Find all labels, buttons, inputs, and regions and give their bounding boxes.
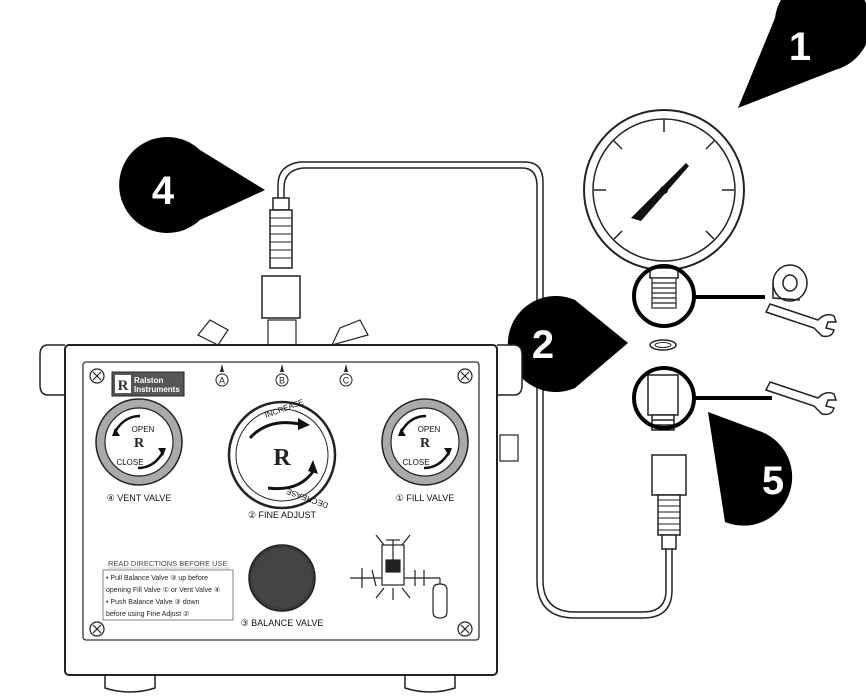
svg-text:READ DIRECTIONS BEFORE USE: READ DIRECTIONS BEFORE USE: [108, 559, 228, 568]
callout-1: 1: [738, 0, 866, 108]
svg-text:Ralston: Ralston: [134, 376, 163, 385]
gauge-icon: [583, 109, 745, 309]
svg-text:opening Fill Valve ① or Vent V: opening Fill Valve ① or Vent Valve ④: [106, 586, 220, 594]
o-ring-icon: [649, 339, 677, 351]
balance-valve-label: ③ BALANCE VALVE: [241, 618, 324, 628]
svg-text:• Pull Balance Valve ③ up befo: • Pull Balance Valve ③ up before: [106, 574, 208, 582]
svg-text:R: R: [118, 378, 129, 394]
svg-text:C: C: [343, 376, 350, 386]
fill-valve-label: ① FILL VALVE: [396, 493, 454, 503]
callout-4: 4: [119, 137, 265, 234]
port-label-c: C: [339, 364, 353, 387]
port-label-b: B: [275, 364, 289, 387]
fine-adjust-label: ② FINE ADJUST: [248, 510, 317, 520]
svg-text:CLOSE: CLOSE: [402, 458, 429, 467]
fine-adjust-knob[interactable]: INCREASE DECREASE R: [227, 397, 337, 510]
wrench-icon: [764, 303, 838, 338]
svg-text:A: A: [219, 376, 225, 386]
svg-text:B: B: [279, 376, 285, 386]
port-label-a: A: [215, 364, 229, 387]
adapter-highlight: [632, 366, 772, 430]
adapter-fitting: [647, 374, 679, 431]
svg-text:Instruments: Instruments: [134, 385, 180, 394]
svg-text:4: 4: [152, 169, 175, 213]
svg-text:2: 2: [532, 323, 554, 367]
hose-end-fitting: [651, 454, 687, 550]
vent-valve-knob[interactable]: OPEN R CLOSE: [95, 398, 183, 486]
svg-text:• Push Balance Valve ③ down: • Push Balance Valve ③ down: [106, 598, 200, 606]
directions-panel: READ DIRECTIONS BEFORE USE • Pull Balanc…: [102, 559, 234, 621]
svg-text:CLOSE: CLOSE: [116, 458, 143, 467]
pneumatic-schematic-icon: [350, 534, 448, 619]
balance-valve-knob[interactable]: [248, 544, 316, 612]
callout-5: 5: [708, 412, 793, 526]
faceplate-screws: [89, 368, 473, 637]
brand-logo: R Ralston Instruments: [111, 371, 185, 397]
svg-text:OPEN: OPEN: [132, 425, 155, 434]
port-labels: A B C: [215, 364, 353, 387]
gauge-thread-highlight: [632, 264, 765, 328]
svg-text:R: R: [420, 436, 431, 451]
callout-2: 2: [507, 296, 628, 392]
hose-pump-fitting: [261, 197, 301, 319]
svg-text:OPEN: OPEN: [418, 425, 441, 434]
fill-valve-knob[interactable]: OPEN R CLOSE: [381, 398, 469, 486]
wrench-icon: [764, 381, 838, 416]
svg-text:R: R: [273, 445, 291, 471]
svg-text:R: R: [134, 436, 145, 451]
vent-valve-label: ④ VENT VALVE: [107, 493, 172, 503]
svg-text:5: 5: [762, 459, 784, 503]
svg-text:before using Fine Adjust ②: before using Fine Adjust ②: [106, 610, 189, 618]
thread-tape-icon: [772, 264, 808, 302]
svg-text:1: 1: [789, 25, 811, 69]
